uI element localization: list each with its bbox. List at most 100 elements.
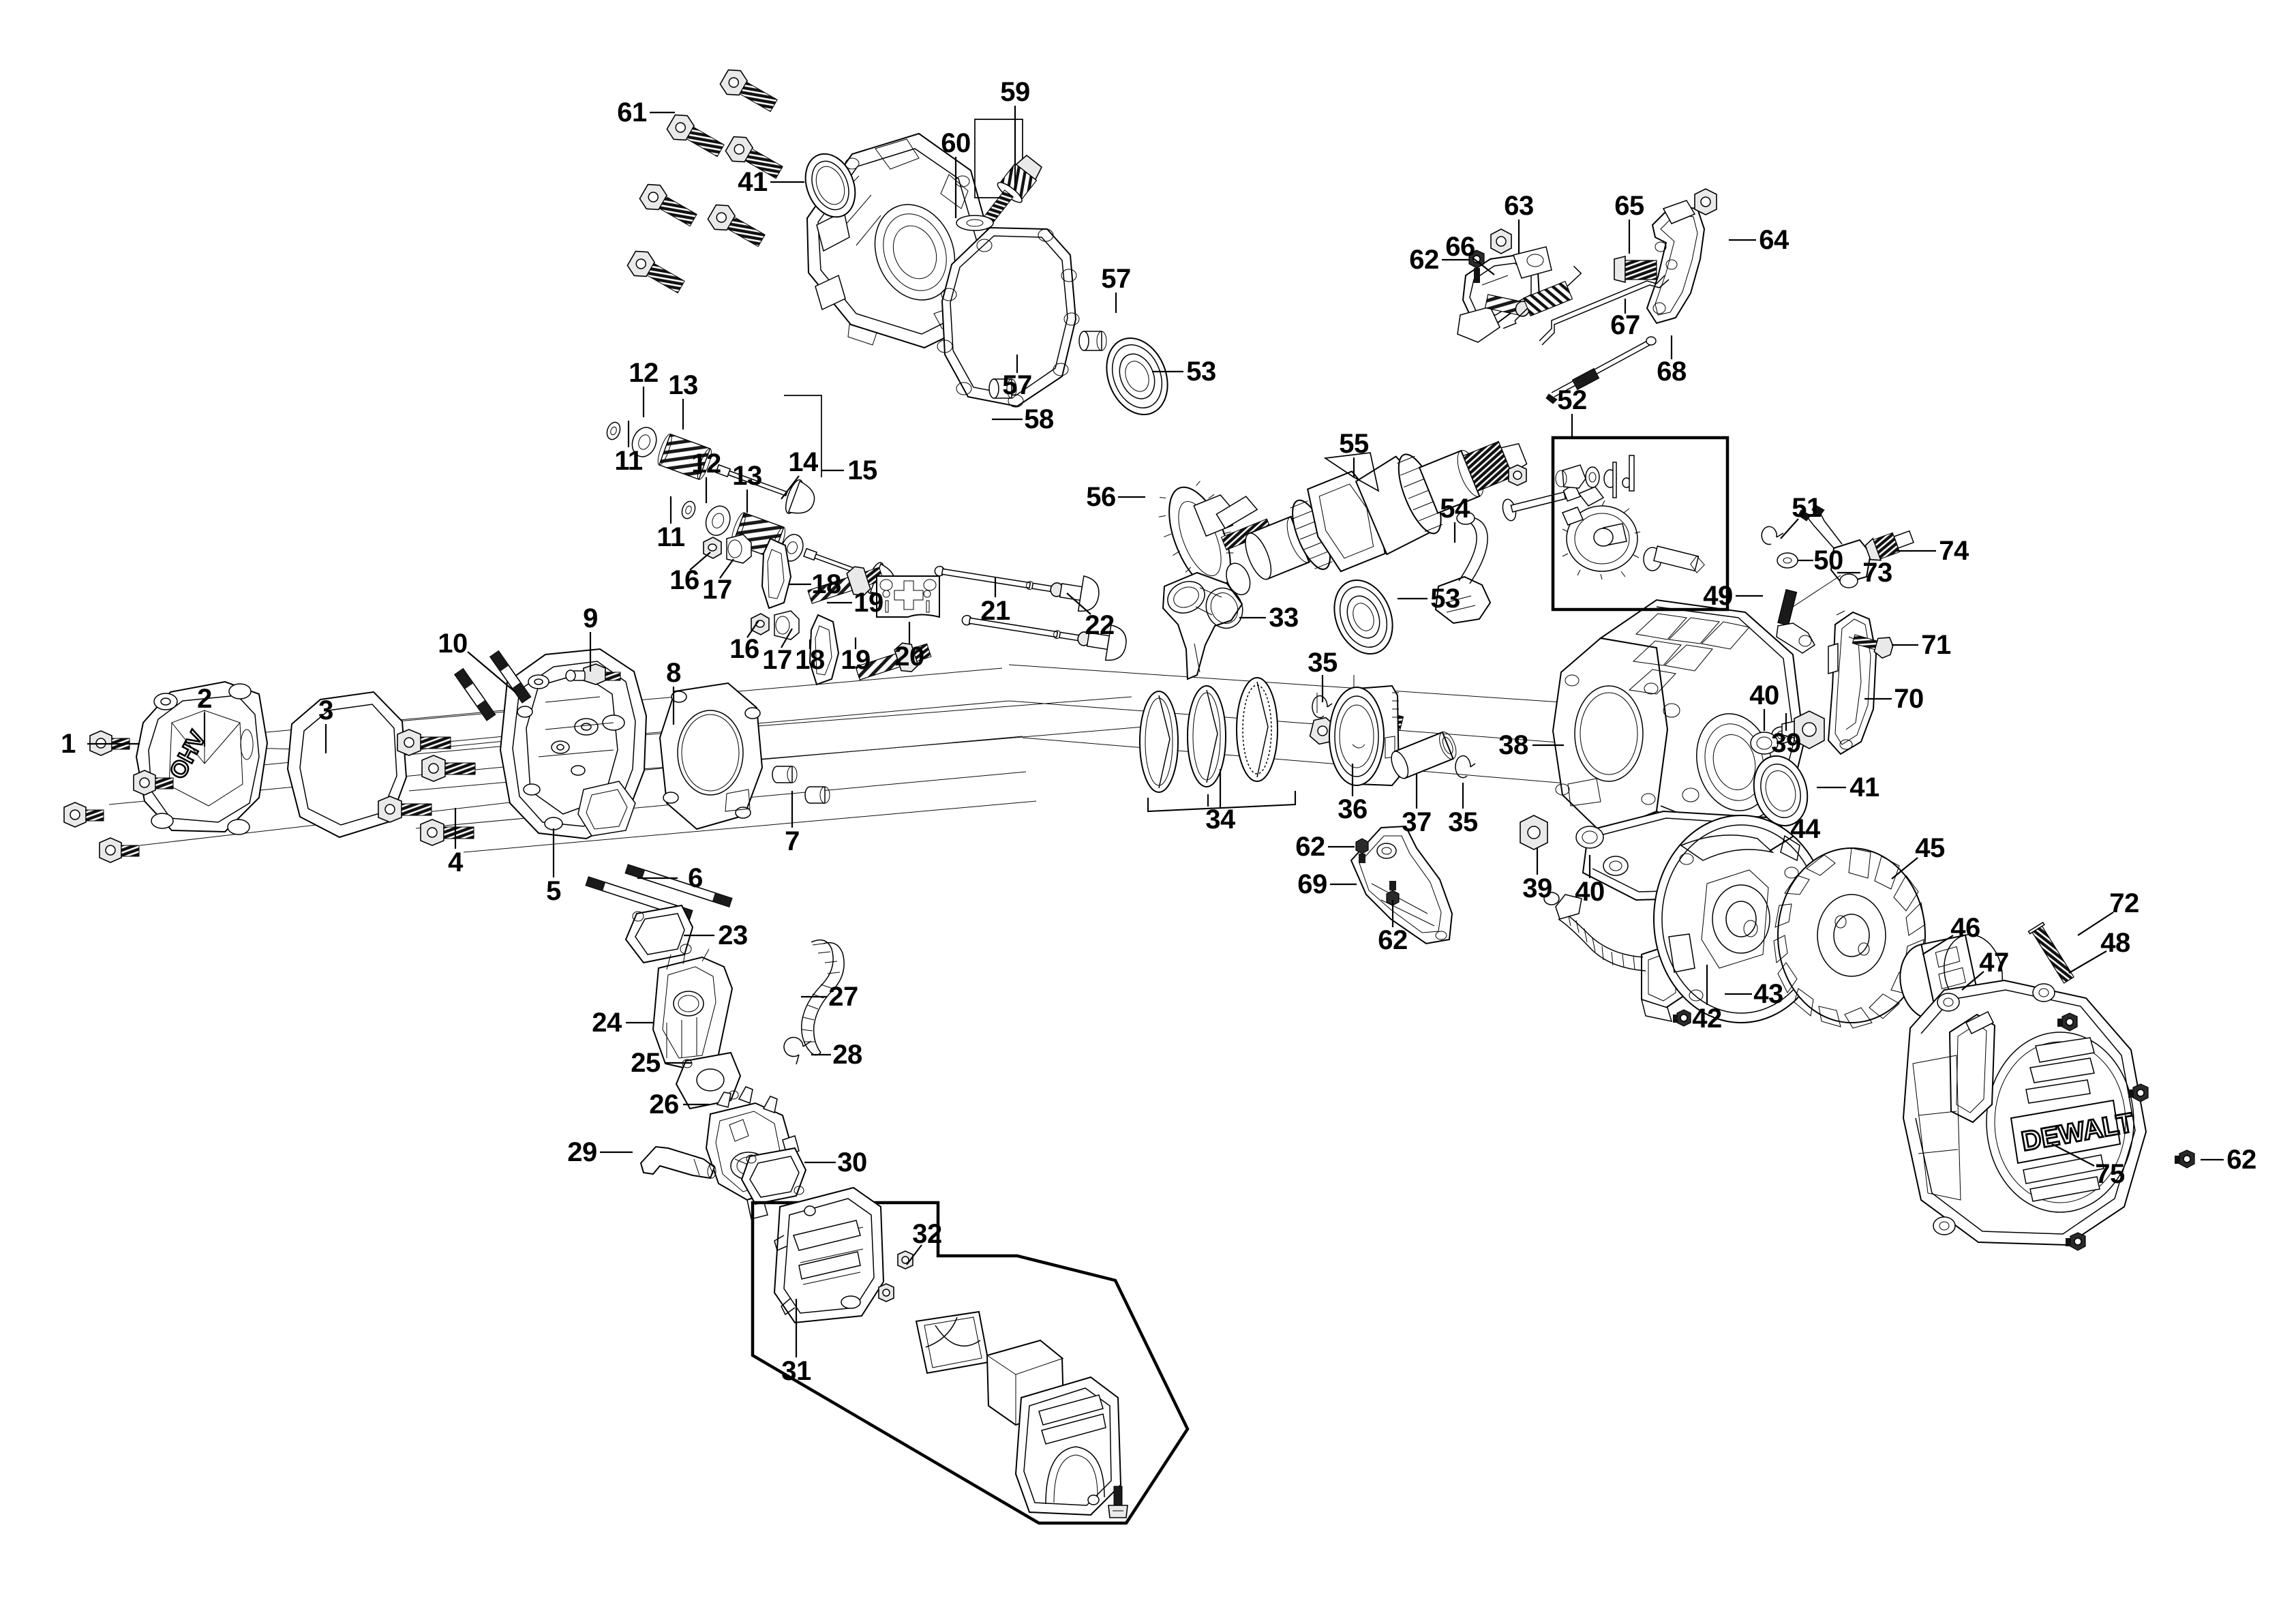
leader-16 (746, 620, 759, 638)
part-heat-shield-69 (1350, 825, 1453, 945)
part-governor-clip-51 (1761, 526, 1784, 545)
part-oil-dipper-54 (1434, 511, 1492, 625)
leader-72 (2077, 912, 2114, 936)
callout-66: 66 (1445, 232, 1475, 262)
callout-35: 35 (1308, 648, 1338, 678)
callout-34: 34 (1205, 805, 1235, 834)
part-airbox-thumbscrew (1108, 1486, 1128, 1518)
part-recoil-bolts (2057, 1012, 2195, 1251)
callout-18: 18 (795, 645, 825, 675)
callout-36: 36 (1338, 794, 1368, 824)
callout-69: 69 (1297, 869, 1327, 899)
callout-40: 40 (1749, 680, 1779, 710)
callout-53: 53 (1186, 357, 1216, 387)
callout-15: 15 (847, 455, 877, 485)
callout-leader-lines (87, 106, 2224, 1357)
leader-14 (781, 475, 800, 500)
part-dowel-pins (772, 766, 830, 804)
callout-67: 67 (1610, 310, 1640, 340)
callout-6: 6 (688, 863, 703, 893)
callout-9: 9 (583, 603, 598, 633)
part-recoil-starter: DEWALT (1902, 979, 2147, 1246)
leader-45 (1891, 857, 1918, 879)
callout-16: 16 (729, 634, 759, 664)
callout-47: 47 (1979, 948, 2009, 978)
callout-54: 54 (1440, 494, 1470, 524)
part-circlips-35 (1312, 695, 1476, 779)
part-shield-bolts-62 (1355, 838, 1400, 906)
callout-1: 1 (61, 729, 76, 759)
leader-17 (781, 628, 793, 648)
part-carb-gasket-25 (675, 1051, 742, 1110)
part-head-gasket (659, 682, 764, 830)
callout-33: 33 (1269, 603, 1299, 633)
callout-3: 3 (318, 695, 333, 725)
part-governor-rod-67 (1539, 275, 1670, 346)
part-bearing-53-upper (1106, 337, 1168, 416)
callout-62: 62 (2226, 1145, 2256, 1175)
callout-49: 49 (1703, 581, 1733, 611)
callout-43: 43 (1753, 979, 1783, 1009)
callout-59: 59 (1000, 77, 1030, 107)
callout-39: 39 (1522, 873, 1552, 903)
part-pushrods (934, 565, 1127, 661)
part-air-filter-cover (1014, 1376, 1122, 1516)
part-piston-rings (1139, 677, 1278, 793)
callout-23: 23 (718, 920, 748, 950)
leader-47 (1961, 971, 1984, 991)
part-head-studs (453, 650, 532, 721)
callout-25: 25 (631, 1048, 661, 1078)
part-dowels-57 (988, 331, 1107, 399)
callout-64: 64 (1759, 225, 1789, 255)
callout-29: 29 (567, 1137, 597, 1167)
callout-53: 53 (1430, 584, 1460, 614)
callout-71: 71 (1921, 630, 1951, 660)
callout-19: 19 (841, 645, 871, 675)
group-bracket-34 (1147, 791, 1297, 813)
part-valve-cover-bolts (63, 730, 174, 863)
callout-68: 68 (1657, 357, 1687, 387)
callout-57: 57 (1002, 370, 1032, 400)
part-bearing-53-lower (1333, 579, 1393, 655)
part-oil-plug-74 (1864, 530, 1914, 561)
callout-62: 62 (1295, 832, 1325, 862)
callout-20: 20 (894, 642, 924, 672)
callout-57: 57 (1101, 264, 1131, 294)
valve-train-intake (606, 421, 815, 514)
part-crankshaft (1245, 440, 1528, 580)
callout-16: 16 (669, 565, 699, 595)
callout-21: 21 (980, 596, 1010, 626)
callout-72: 72 (2109, 888, 2139, 918)
callout-60: 60 (941, 128, 971, 158)
part-governor-spring-66 (1502, 265, 1582, 329)
part-prefilter-screen (915, 1310, 990, 1374)
callout-37: 37 (1402, 807, 1432, 837)
leader-46 (1922, 935, 1954, 955)
leader-10 (467, 651, 517, 693)
callout-10: 10 (438, 629, 468, 659)
part-cooling-fan (1773, 847, 1926, 1029)
part-air-filter-housing (773, 1186, 885, 1324)
callout-28: 28 (832, 1040, 862, 1070)
callout-51: 51 (1792, 493, 1822, 523)
part-head-cover-bolts (378, 729, 476, 846)
leader-22 (1066, 592, 1091, 615)
part-airbox-gasket-30 (740, 1147, 807, 1205)
leader-48 (2068, 950, 2107, 974)
callout-5: 5 (546, 876, 561, 906)
callout-38: 38 (1498, 730, 1528, 760)
callout-13: 13 (732, 461, 762, 491)
callout-73: 73 (1862, 558, 1892, 588)
part-oil-seal-41-right (1753, 755, 1809, 827)
callout-8: 8 (666, 658, 681, 688)
part-fuel-hose (801, 939, 845, 1056)
callout-32: 32 (912, 1219, 942, 1249)
callout-39: 39 (1771, 728, 1801, 758)
callout-7: 7 (785, 826, 800, 856)
group-air-filter-assembly (751, 1201, 1190, 1525)
leader-75 (2051, 1143, 2095, 1167)
callout-70: 70 (1894, 684, 1924, 714)
part-governor-nut-32 (1694, 188, 1717, 215)
leader-66 (1472, 257, 1495, 275)
